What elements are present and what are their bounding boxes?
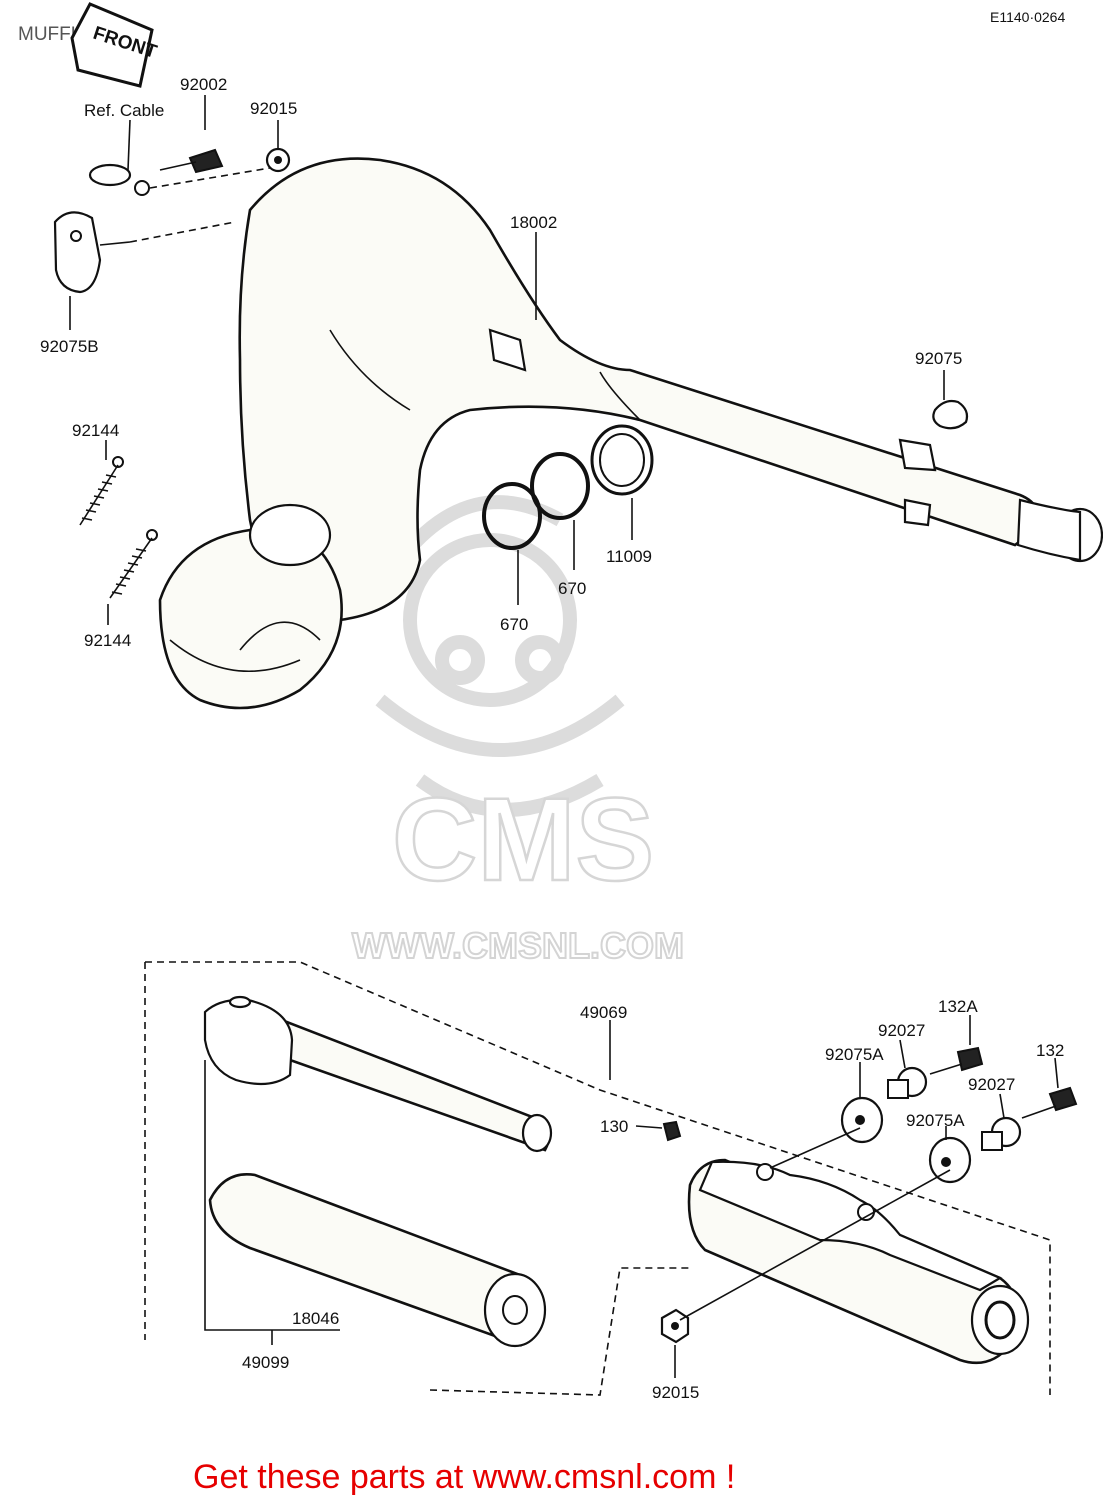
label-92027-b: 92027 [968, 1075, 1015, 1094]
watermark-url: WWW.CMSNL.COM [352, 925, 684, 966]
gaskets-670-11009 [482, 424, 654, 550]
label-92002: 92002 [180, 75, 227, 94]
label-670-a: 670 [558, 579, 586, 598]
label-92027-a: 92027 [878, 1021, 925, 1040]
label-92075B: 92075B [40, 337, 99, 356]
watermark-brand: CMS [392, 774, 654, 906]
label-ref-cable: Ref. Cable [84, 101, 164, 120]
frame-outline-top [145, 961, 1051, 1395]
collar-92027-a [887, 1066, 928, 1099]
bolt-132 [1021, 1086, 1078, 1119]
label-18002: 18002 [510, 213, 557, 232]
diagram-code: E1140·0264 [990, 9, 1065, 25]
lower-leaders [204, 1015, 1059, 1378]
packing-18046 [208, 1172, 547, 1348]
bolt-132A [929, 1046, 984, 1075]
nut-92015-bottom [660, 1308, 690, 1344]
frame-outline-inner [429, 1267, 690, 1396]
bracket-92075B [53, 211, 131, 294]
label-132A: 132A [938, 997, 978, 1016]
damper-92075 [932, 399, 969, 430]
label-49069: 49069 [580, 1003, 627, 1022]
spring-92144-b [109, 529, 158, 599]
damper-92075A-a [840, 1096, 884, 1144]
label-92075A-a: 92075A [825, 1045, 884, 1064]
label-49099: 49099 [242, 1353, 289, 1372]
cta-link[interactable]: Get these parts at www.cmsnl.com ! [193, 1458, 735, 1496]
spring-92144-a [79, 456, 124, 526]
cable-ring [88, 163, 150, 196]
leader-92075B [129, 221, 236, 243]
label-92075: 92075 [915, 349, 962, 368]
label-11009: 11009 [606, 547, 652, 566]
leader-92075A-axis [769, 1127, 861, 1169]
label-18046: 18046 [292, 1309, 339, 1328]
leader-92015-bottom-axis [679, 1169, 951, 1321]
damper-92075A-b [928, 1136, 972, 1184]
label-92144-b: 92144 [84, 631, 131, 650]
label-130: 130 [600, 1117, 628, 1136]
label-92144-a: 92144 [72, 421, 119, 440]
label-92015-bottom: 92015 [652, 1383, 699, 1402]
label-670-b: 670 [500, 615, 528, 634]
screw-130 [662, 1120, 682, 1142]
silencer-body [687, 1158, 1030, 1365]
cms-watermark: CMS WWW.CMSNL.COM [351, 495, 685, 967]
expansion-chamber-18002 [158, 157, 1103, 710]
label-92015-top: 92015 [250, 99, 297, 118]
bolt-92002 [159, 148, 224, 174]
leader-92015-top [149, 167, 271, 189]
label-92075A-b: 92075A [906, 1111, 965, 1130]
collar-92027-b [981, 1116, 1022, 1151]
upper-leaders [69, 95, 945, 625]
washer-92015-top [265, 147, 291, 173]
label-132: 132 [1036, 1041, 1064, 1060]
inner-pipe-49069 [203, 995, 553, 1153]
front-arrow-icon: FRONT [70, 2, 160, 88]
